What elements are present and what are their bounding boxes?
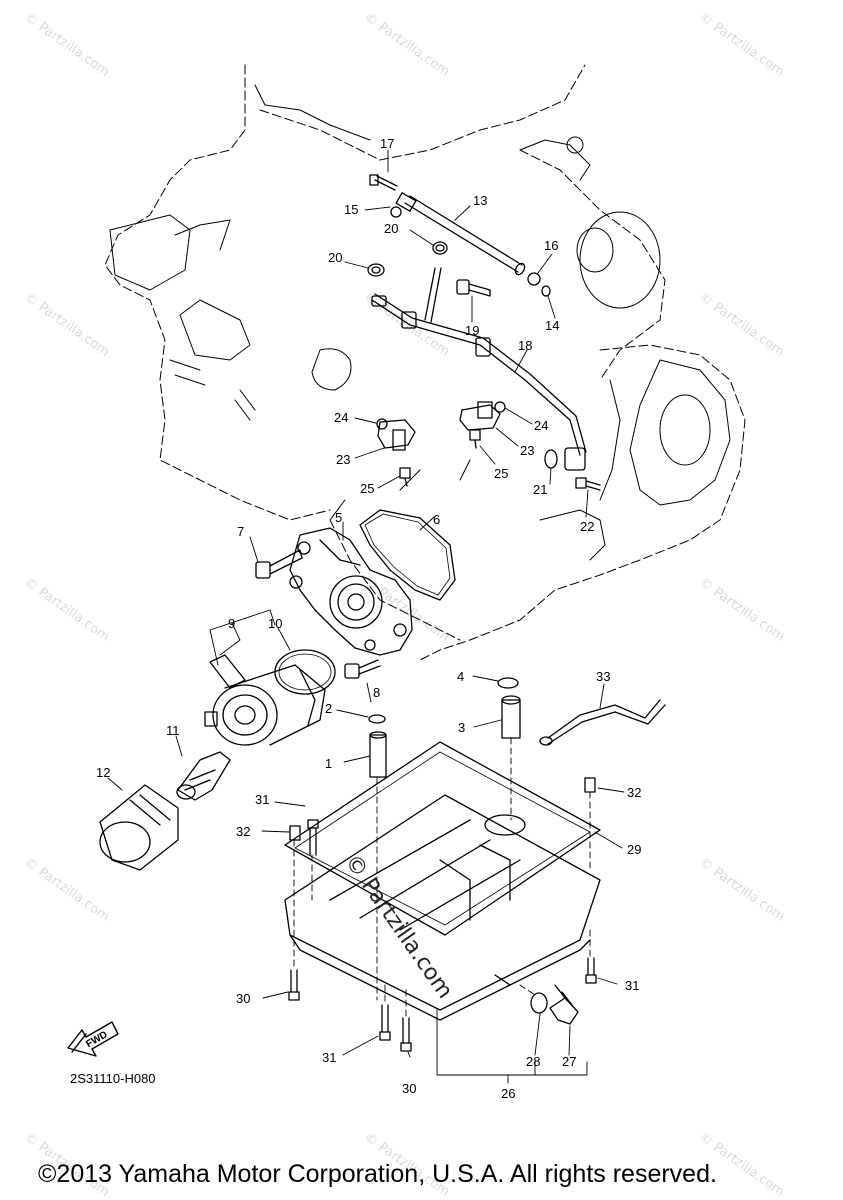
part-16-oring <box>527 272 541 286</box>
part-31-bolt <box>307 819 319 856</box>
part-10-oring <box>274 649 336 695</box>
part-6-gasket <box>359 509 456 601</box>
part-label: 18 <box>518 338 532 353</box>
part-label: 20 <box>328 250 342 265</box>
part-label: 14 <box>545 318 559 333</box>
part-label: 6 <box>433 512 440 527</box>
part-label: 21 <box>533 482 547 497</box>
part-label: 26 <box>501 1086 515 1101</box>
part-3-pipe <box>501 695 521 739</box>
part-label: 23 <box>520 443 534 458</box>
part-1-pipe <box>369 731 387 778</box>
part-25-bolt <box>469 429 481 449</box>
part-label: 15 <box>344 202 358 217</box>
part-label: 25 <box>494 466 508 481</box>
part-33-pipe <box>539 699 666 746</box>
fwd-label: FWD <box>84 1029 109 1050</box>
part-label: 31 <box>322 1050 336 1065</box>
engine-outline <box>104 64 746 661</box>
part-30-bolt <box>288 969 300 1001</box>
part-label: 11 <box>166 723 180 738</box>
part-labels: 17 15 13 16 14 20 20 19 18 24 23 25 24 2… <box>96 136 641 1101</box>
part-21-oring <box>544 449 558 469</box>
part-14-oring <box>541 285 551 297</box>
part-label: 16 <box>544 238 558 253</box>
part-label: 28 <box>526 1054 540 1069</box>
part-label: 12 <box>96 765 110 780</box>
part-28-gasket <box>530 992 548 1014</box>
part-11-bolt <box>176 751 231 801</box>
part-label: 4 <box>457 669 464 684</box>
part-label: 8 <box>373 685 380 700</box>
part-26-oil-pan <box>284 794 601 1021</box>
part-label: 23 <box>336 452 350 467</box>
part-22-bolt <box>575 477 601 491</box>
part-label: 20 <box>384 221 398 236</box>
part-27-drain-bolt <box>549 984 579 1025</box>
part-label: 24 <box>334 410 348 425</box>
part-30-bolt <box>400 1017 412 1052</box>
part-8-bolt <box>344 659 381 679</box>
part-label: 9 <box>228 616 235 631</box>
part-label: 31 <box>625 978 639 993</box>
part-label: 32 <box>627 785 641 800</box>
part-label: 33 <box>596 669 610 684</box>
part-15-washer <box>390 206 402 218</box>
part-label: 10 <box>268 616 282 631</box>
part-31-bolt <box>585 957 597 984</box>
part-label: 30 <box>236 991 250 1006</box>
part-label: 1 <box>325 756 332 771</box>
part-label: 2 <box>325 701 332 716</box>
part-12-oil-filter <box>99 784 179 871</box>
part-32-dowel <box>584 777 596 793</box>
part-29-gasket <box>284 741 601 936</box>
part-5-cover <box>289 527 413 656</box>
part-label: 32 <box>236 824 250 839</box>
part-label: 5 <box>335 510 342 525</box>
part-label: 3 <box>458 720 465 735</box>
part-23-sensor <box>377 419 416 451</box>
part-9-oil-cooler <box>204 654 326 746</box>
part-18-oil-pipe <box>371 267 587 471</box>
part-label: 24 <box>534 418 548 433</box>
part-23-sensor <box>459 401 501 431</box>
part-31-bolt <box>379 1004 391 1041</box>
part-label: 22 <box>580 519 594 534</box>
fwd-arrow <box>67 1021 119 1057</box>
part-2-oring <box>368 714 386 724</box>
part-17-bolt <box>369 174 398 191</box>
part-13-pipe <box>395 192 526 276</box>
part-label: 13 <box>473 193 487 208</box>
part-4-oring <box>497 677 519 689</box>
part-label: 19 <box>465 323 479 338</box>
part-25-bolt <box>399 467 411 487</box>
copyright-notice: ©2013 Yamaha Motor Corporation, U.S.A. A… <box>38 1160 717 1188</box>
part-label: 31 <box>255 792 269 807</box>
part-label: 7 <box>237 524 244 539</box>
part-24-oring <box>376 418 388 430</box>
engine-detail <box>109 84 731 561</box>
part-label: 27 <box>562 1054 576 1069</box>
part-20-clamp <box>367 241 448 277</box>
part-label: 17 <box>380 136 394 151</box>
part-19-bolt <box>456 279 491 297</box>
part-32-dowel <box>289 825 301 841</box>
diagram-code: 2S31110-H080 <box>70 1071 156 1086</box>
part-24-oring <box>494 401 506 413</box>
part-label: 25 <box>360 481 374 496</box>
part-label: 29 <box>627 842 641 857</box>
part-label: 30 <box>402 1081 416 1096</box>
